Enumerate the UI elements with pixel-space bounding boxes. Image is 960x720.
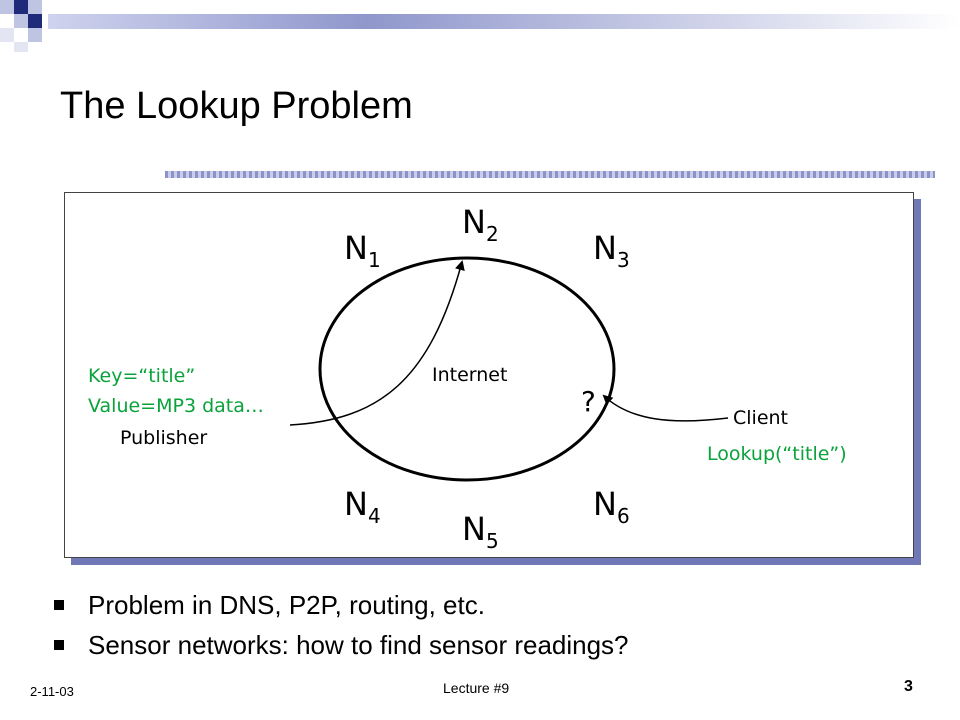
page-number: 3 — [904, 678, 913, 695]
publisher-label: Publisher — [120, 427, 208, 449]
corner-square-3 — [28, 0, 42, 14]
bullet-list: Problem in DNS, P2P, routing, etc. Senso… — [50, 585, 930, 665]
internet-label: Internet — [432, 364, 508, 386]
diagram-panel — [64, 192, 914, 558]
node-n5: N5 — [462, 510, 499, 553]
client-lookup-text: Lookup(“title”) — [707, 443, 847, 465]
client-label: Client — [733, 407, 789, 429]
corner-square-7 — [28, 28, 42, 42]
footer-date: 2-11-03 — [30, 684, 74, 699]
corner-square-1 — [0, 0, 14, 14]
node-n4: N4 — [344, 485, 381, 528]
header-gradient-bar — [48, 14, 960, 29]
publisher-arrow — [289, 260, 465, 426]
bullet-text: Sensor networks: how to find sensor read… — [88, 630, 629, 660]
node-n6: N6 — [593, 485, 630, 528]
corner-square-8 — [14, 42, 28, 52]
bullet-text: Problem in DNS, P2P, routing, etc. — [88, 590, 485, 620]
bullet-square-icon — [54, 640, 64, 650]
unknown-location-mark: ? — [581, 385, 596, 418]
slide-title: The Lookup Problem — [60, 85, 413, 127]
node-n2: N2 — [462, 203, 499, 246]
publisher-key-text: Key=“title” — [88, 365, 196, 387]
corner-square-2 — [14, 0, 28, 14]
bullet-item: Sensor networks: how to find sensor read… — [50, 625, 930, 665]
corner-square-6 — [0, 28, 14, 42]
bullet-square-icon — [54, 600, 64, 610]
node-n3: N3 — [593, 229, 630, 272]
client-arrow — [602, 394, 729, 422]
bullet-item: Problem in DNS, P2P, routing, etc. — [50, 585, 930, 625]
corner-square-5 — [28, 14, 42, 28]
footer-lecture: Lecture #9 — [443, 680, 510, 696]
internet-ellipse — [318, 256, 616, 482]
publisher-value-text: Value=MP3 data… — [88, 395, 264, 417]
node-n1: N1 — [344, 229, 381, 272]
title-underline-rule — [165, 171, 935, 178]
corner-square-4 — [14, 14, 28, 28]
